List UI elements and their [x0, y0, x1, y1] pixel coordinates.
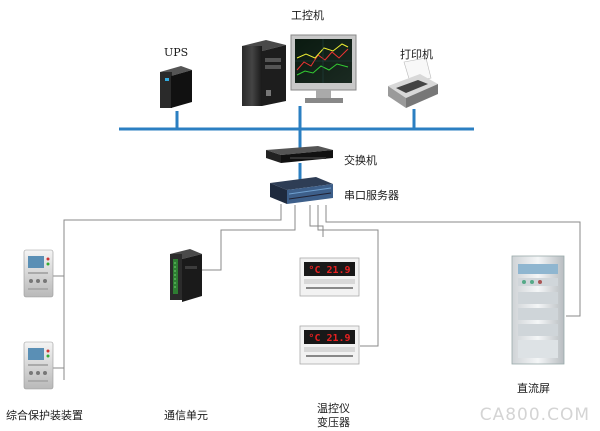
printer-icon: [388, 57, 438, 108]
ups-icon: [160, 66, 192, 108]
protection-device-icon: [23, 341, 54, 390]
ipc-label: 工控机: [291, 9, 324, 22]
protection-device-icon: [23, 249, 54, 298]
protection-device-label: 综合保护装装置: [6, 409, 83, 422]
serial-server-icon: [270, 177, 333, 204]
watermark: CA800.COM: [479, 405, 590, 425]
industrial-pc-icon: [242, 34, 357, 106]
temp-controller-label: 温控仪: [317, 402, 350, 415]
comm-unit-icon: [170, 249, 202, 302]
transformer-label: 变压器: [317, 416, 350, 429]
temperature-controller-icon: °C 21.9: [299, 257, 360, 297]
serial-server-label: 串口服务器: [344, 189, 399, 202]
printer-label: 打印机: [400, 48, 433, 61]
serial-lines: [53, 204, 581, 380]
led-display-1: °C 21.9: [308, 265, 350, 276]
dc-panel-cabinet-icon: [511, 255, 565, 365]
ups-label: UPS: [164, 46, 189, 59]
comm-unit-label: 通信单元: [164, 409, 208, 422]
ethernet-bus: [119, 106, 474, 180]
switch-label: 交换机: [344, 154, 377, 167]
temperature-controller-icon: °C 21.9: [299, 325, 360, 365]
switch-icon: [266, 146, 333, 163]
led-display-2: °C 21.9: [308, 333, 350, 344]
dc-panel-label: 直流屏: [517, 382, 550, 395]
